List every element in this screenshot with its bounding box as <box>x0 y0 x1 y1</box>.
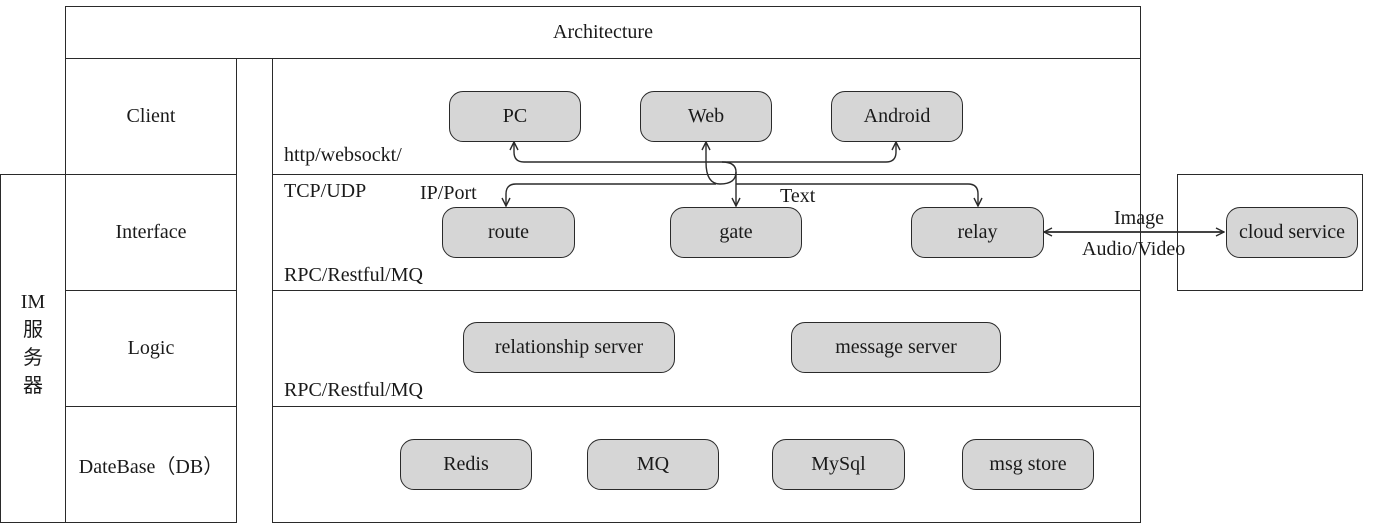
diagram-title: Architecture <box>553 21 653 43</box>
node-message-server: message server <box>791 322 1001 373</box>
row-divider <box>272 290 1141 291</box>
node-msg-store: msg store <box>962 439 1094 490</box>
im-server-label: IM 服 务 器 <box>0 288 66 400</box>
layer-label-interface: Interface <box>115 220 187 243</box>
title-row <box>65 6 1141 59</box>
layer-label-client: Client <box>126 104 176 127</box>
im-label-line: 器 <box>23 375 43 397</box>
node-mysql: MySql <box>772 439 905 490</box>
layer-label-logic: Logic <box>127 336 175 359</box>
edge-label-ipport: IP/Port <box>420 182 477 204</box>
edge-label-image: Image <box>1114 207 1164 229</box>
protocol-http: http/websockt/ <box>284 144 402 166</box>
protocol-tcp: TCP/UDP <box>284 180 367 202</box>
row-divider <box>65 406 237 407</box>
im-label-line: IM <box>20 291 46 313</box>
link-hub-to-relay <box>736 183 978 206</box>
link-hub-to-route <box>506 183 716 206</box>
node-redis: Redis <box>400 439 532 490</box>
protocol-rpc-interface: RPC/Restful/MQ <box>284 264 423 286</box>
row-divider <box>65 290 237 291</box>
node-relay: relay <box>911 207 1044 258</box>
edge-label-text: Text <box>780 185 816 207</box>
im-label-line: 服 <box>23 319 43 341</box>
node-android: Android <box>831 91 963 142</box>
row-divider <box>65 174 237 175</box>
node-gate: gate <box>670 207 802 258</box>
link-hub-loop <box>705 161 737 185</box>
edge-label-audio-video: Audio/Video <box>1082 238 1186 260</box>
node-cloud-service: cloud service <box>1226 207 1358 258</box>
row-divider <box>272 174 1141 175</box>
im-label-line: 务 <box>23 347 43 369</box>
node-mq: MQ <box>587 439 719 490</box>
node-pc: PC <box>449 91 581 142</box>
im-server-column <box>0 174 66 523</box>
node-web: Web <box>640 91 772 142</box>
row-divider <box>272 406 1141 407</box>
protocol-rpc-logic: RPC/Restful/MQ <box>284 379 423 401</box>
link-hub-to-android <box>706 142 896 163</box>
node-relationship-server: relationship server <box>463 322 675 373</box>
node-route: route <box>442 207 575 258</box>
link-hub-to-pc <box>514 142 706 163</box>
layer-label-database: DateBase（DB） <box>78 456 224 478</box>
